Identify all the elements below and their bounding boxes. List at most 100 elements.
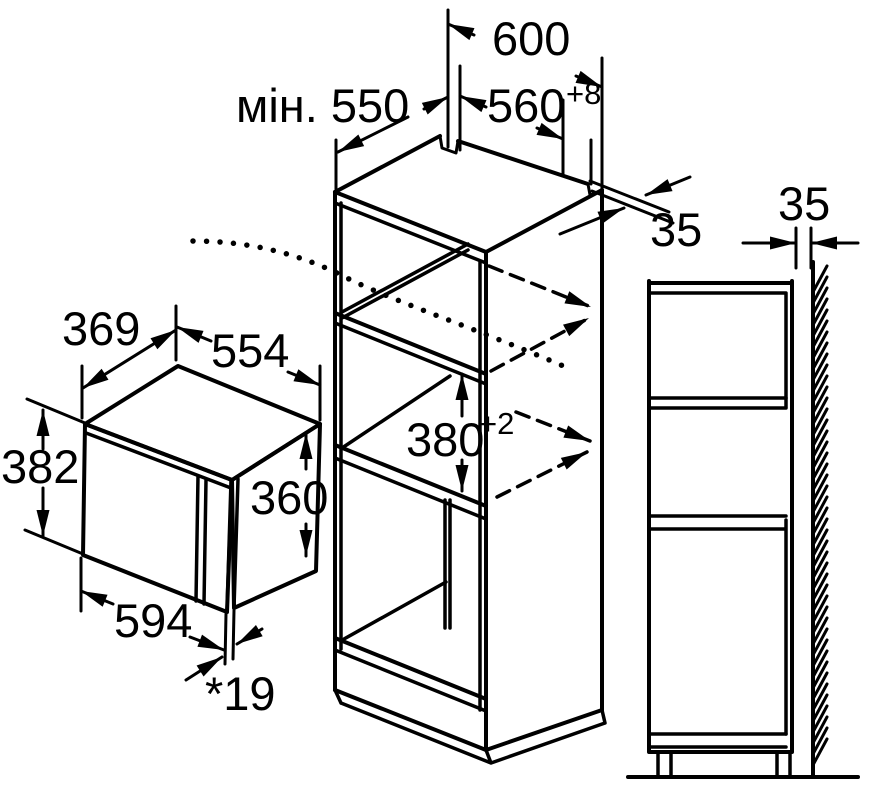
cabinet-top-front-edges — [333, 188, 604, 254]
wall-hatch-stroke — [811, 286, 829, 316]
side-view: 35 — [626, 177, 860, 779]
wall-hatch-stroke — [811, 550, 829, 580]
shelf1-top — [333, 311, 488, 376]
wall-hatch-stroke — [811, 528, 829, 558]
rear-clearance-lines — [588, 179, 675, 225]
wall-hatch-stroke — [811, 352, 829, 382]
ext-lines-382 — [23, 397, 87, 556]
microwave-door-right-edge — [225, 479, 233, 614]
wall-hatch-stroke — [811, 671, 829, 701]
insertion-arrow-4 — [495, 450, 589, 499]
dim-line-594-a — [79, 589, 115, 607]
dim-line-600-b — [574, 70, 604, 89]
mains-cable-path — [190, 238, 571, 371]
dim-line-550-b — [421, 95, 450, 115]
shelf2-top — [333, 443, 488, 508]
wall-hatch-stroke — [811, 682, 829, 712]
wall-hatch-stroke — [811, 374, 829, 404]
dim-niche-min-depth-label: мін. 550 — [236, 79, 409, 132]
wall-hatch-stroke — [811, 715, 829, 745]
wall-hatch-stroke — [811, 275, 829, 305]
dim-appliance-depth-label: 369 — [62, 302, 140, 355]
wall-hatch-stroke — [811, 319, 829, 349]
wall-hatch-stroke — [811, 506, 829, 536]
cabinet-bottom-edges — [333, 688, 604, 752]
wall-hatch-stroke — [811, 484, 829, 514]
wall-hatch-stroke — [811, 308, 829, 338]
side-cabinet-outline — [647, 279, 794, 754]
wall-hatch-stroke — [811, 440, 829, 470]
wall-hatch-stroke — [811, 473, 829, 503]
microwave-right-face — [230, 422, 322, 610]
dim-line-19-a — [184, 655, 224, 682]
wall-hatch-stroke — [811, 429, 829, 459]
wall-hatch-stroke — [811, 517, 829, 547]
wall-hatch-stroke — [811, 660, 829, 690]
side-lower-box-bottom — [649, 732, 788, 749]
lower-compartment-back-edge — [443, 498, 452, 630]
cabinet-dimensions: 600 560 +8 мін. 550 380 +2 35 — [236, 8, 702, 493]
insertion-arrow-3 — [514, 410, 592, 443]
dim-appliance-height-label: 382 — [1, 440, 79, 493]
wall-hatch-stroke — [811, 462, 829, 492]
wall-hatch-stroke — [811, 341, 829, 371]
wall-hatch-stroke — [811, 726, 829, 756]
wall-hatch-stroke — [811, 594, 829, 624]
upper-compartment-depth-lines — [340, 242, 470, 320]
cabinet-plinth — [333, 688, 607, 765]
wall-hatch-stroke — [811, 418, 829, 448]
cabinet-floor-bottom — [333, 648, 488, 713]
dim-niche-outer-width-label: 600 — [492, 12, 570, 65]
wall-hatch-stroke — [811, 264, 829, 294]
wall-hatch-stroke — [811, 704, 829, 734]
wall-hatch-stroke — [811, 363, 829, 393]
shelf2-bottom — [333, 456, 488, 521]
dim-line-594-b — [188, 634, 226, 652]
microwave-dimensions: 369 554 382 360 594 *19 — [1, 302, 328, 720]
wall-hatch-stroke — [811, 451, 829, 481]
dim-line-560-a — [458, 94, 488, 113]
wall-hatch-stroke — [811, 330, 829, 360]
dim-appliance-door-width-label: 594 — [114, 594, 192, 647]
wall-hatch-stroke — [811, 385, 829, 415]
wall-hatch-stroke — [811, 407, 829, 437]
ext-lines-top — [80, 304, 322, 422]
dim-line-600-a — [446, 22, 476, 41]
dim-line-550-a — [336, 115, 410, 154]
wall-hatching — [811, 264, 829, 767]
dim-niche-inner-width-label: 560 — [487, 79, 565, 132]
cable-and-insertion — [190, 238, 593, 499]
rear-clearance-arrow-b — [558, 206, 626, 236]
dim-side-wall-clearance-label: 35 — [778, 177, 830, 230]
lower-compartment-floor-edge — [342, 580, 448, 641]
wall-hatch-stroke — [811, 561, 829, 591]
wall-hatch-stroke — [811, 297, 829, 327]
microwave-body-front-edge — [232, 477, 240, 610]
dim-line-369 — [81, 328, 178, 390]
rear-clearance-arrow-a — [644, 175, 692, 197]
cabinet-top-back-edge — [456, 139, 590, 186]
wall-hatch-stroke — [811, 583, 829, 613]
dim-appliance-body-height-label: 360 — [250, 471, 328, 524]
wall-hatch-stroke — [811, 737, 829, 767]
wall-hatch-stroke — [811, 616, 829, 646]
microwave-view — [81, 364, 322, 614]
wall-hatch-stroke — [811, 495, 829, 525]
dim-line-19-b — [235, 625, 264, 646]
side-cabinet-feet — [656, 750, 792, 778]
insertion-arrow-1 — [487, 264, 593, 309]
wall-hatch-stroke — [811, 693, 829, 723]
dim-line-554-a — [175, 325, 213, 343]
cabinet-top-notch — [438, 134, 460, 155]
wall-hatch-stroke — [811, 605, 829, 635]
wall-hatch-stroke — [811, 638, 829, 668]
cabinet-top-left-edge — [333, 134, 442, 194]
dim-niche-inner-width-tolerance-label: +8 — [566, 76, 601, 111]
microwave-door-gap — [194, 474, 208, 606]
insertion-arrow-2 — [489, 316, 591, 373]
dim-niche-height-tolerance-label: +2 — [479, 406, 514, 441]
dim-line-554-b — [286, 369, 322, 387]
